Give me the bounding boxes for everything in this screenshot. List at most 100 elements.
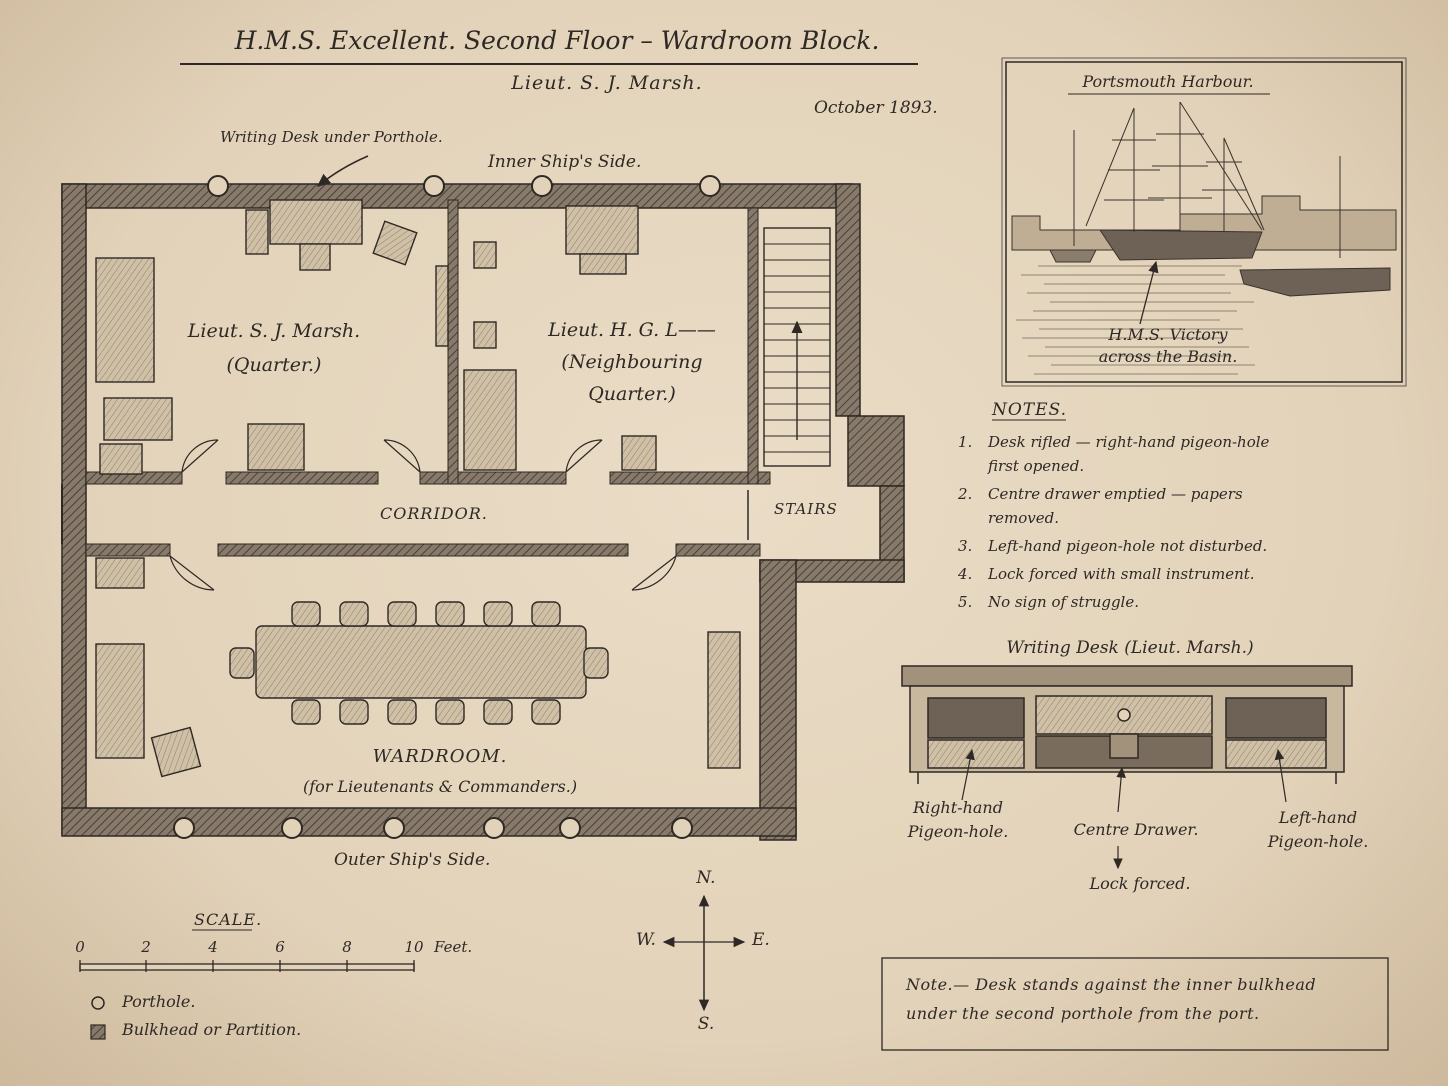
- scale-tick-10: 10: [404, 938, 424, 956]
- scale-heading: SCALE.: [194, 910, 263, 929]
- scale-tick-6: 6: [275, 938, 285, 956]
- sideboard-icon: [707, 631, 741, 769]
- desk-centre-label: Centre Drawer.: [1073, 820, 1199, 839]
- hgl-quarter-label: Lieut. H. G. L—— (Neighbouring Quarter.): [548, 314, 716, 410]
- desk-left-line2: Pigeon-hole.: [1267, 832, 1369, 851]
- marsh-quarter-furniture: [95, 199, 418, 475]
- wardroom-name: WARDROOM.: [372, 746, 508, 767]
- footnote-text: Note.— Desk stands against the inner bul…: [906, 970, 1316, 1028]
- wardroom-label: WARDROOM. (for Lieutenants & Commanders.…: [303, 742, 577, 802]
- porthole-icon: [281, 817, 303, 839]
- note-item: 3. Left-hand pigeon-hole not disturbed.: [958, 534, 1398, 558]
- note-item: 4. Lock forced with small instrument.: [958, 562, 1398, 586]
- note-number: 1.: [958, 433, 973, 451]
- note-item: 2. Centre drawer emptied — papers removed.: [958, 482, 1398, 530]
- notes-heading: NOTES.: [992, 400, 1068, 420]
- desk-right-line2: Pigeon-hole.: [907, 822, 1009, 841]
- desk-right-line1: Right-hand: [913, 798, 1003, 817]
- legend-porthole: Porthole.: [122, 992, 196, 1011]
- compass-s: S.: [697, 1014, 715, 1034]
- inset-caption: H.M.S. Victory across the Basin.: [1099, 324, 1238, 368]
- scale-tick-4: 4: [208, 938, 218, 956]
- desk-lock-label: Lock forced.: [1089, 874, 1191, 893]
- footnote-line2: under the second porthole from the port.: [906, 1004, 1260, 1023]
- harbour-sketch: [1011, 101, 1397, 375]
- desk-elevation: [901, 665, 1353, 870]
- scale-unit: Feet.: [434, 938, 473, 956]
- harbour-inset-frame: [1005, 61, 1403, 383]
- page-title: H.M.S. Excellent. Second Floor – Wardroo…: [234, 26, 880, 55]
- porthole-icon: [671, 817, 693, 839]
- hgl-quarter-note-2: Quarter.): [588, 383, 676, 405]
- bookcase-icon: [95, 643, 145, 759]
- page-subtitle: Lieut. S. J. Marsh.: [511, 72, 703, 94]
- stairs-label: STAIRS: [774, 500, 838, 518]
- desk-title: Writing Desk (Lieut. Marsh.): [1006, 638, 1254, 658]
- hgl-quarter-name: Lieut. H. G. L——: [548, 319, 716, 341]
- bed-icon: [463, 369, 517, 471]
- left-hand-pigeon-hole: [1225, 697, 1327, 739]
- note-item: 1. Desk rifled — right-hand pigeon-hole fi…: [958, 430, 1398, 478]
- marsh-quarter-note: (Quarter.): [226, 354, 322, 376]
- porthole-icon: [423, 175, 445, 197]
- desk-right-label: Right-hand Pigeon-hole.: [908, 796, 1009, 844]
- note-text: Desk rifled — right-hand pigeon-hole: [988, 433, 1270, 451]
- desk-left-line1: Left-hand: [1278, 808, 1358, 827]
- note-text: Left-hand pigeon-hole not disturbed.: [988, 537, 1268, 555]
- inset-caption-line1: H.M.S. Victory: [1108, 325, 1228, 344]
- legend-bulkhead: Bulkhead or Partition.: [122, 1020, 302, 1039]
- corridor-label: CORRIDOR.: [380, 504, 488, 523]
- porthole-icon: [207, 175, 229, 197]
- compass-e: E.: [752, 930, 770, 950]
- marsh-quarter-name: Lieut. S. J. Marsh.: [187, 320, 361, 342]
- porthole-icon: [483, 817, 505, 839]
- porthole-icon: [173, 817, 195, 839]
- footnote-line1: Note.— Desk stands against the inner bul…: [906, 975, 1317, 994]
- note-text-continued: first opened.: [988, 457, 1085, 475]
- note-number: 2.: [958, 485, 973, 503]
- wardroom-table: [255, 625, 587, 699]
- wardroom-note: (for Lieutenants & Commanders.): [302, 777, 578, 796]
- hgl-quarter-furniture: [435, 205, 657, 471]
- quarter-partition: [447, 199, 459, 485]
- compass-w: W.: [636, 930, 656, 950]
- note-text: Centre drawer emptied — papers: [988, 485, 1243, 503]
- stairs-icon: [763, 227, 831, 467]
- inset-caption-line2: across the Basin.: [1098, 347, 1238, 366]
- bulkhead-legend-icon: [90, 1024, 106, 1040]
- marsh-quarter-label: Lieut. S. J. Marsh. (Quarter.): [188, 314, 360, 382]
- outer-side-label: Outer Ship's Side.: [334, 850, 491, 870]
- porthole-icon: [559, 817, 581, 839]
- note-number: 3.: [958, 537, 973, 555]
- right-hand-pigeon-hole: [927, 697, 1025, 739]
- porthole-icon: [531, 175, 553, 197]
- footnote-box: [881, 957, 1389, 1051]
- right-wall-lower: [759, 559, 797, 841]
- porthole-icon: [383, 817, 405, 839]
- notes-list: 1. Desk rifled — right-hand pigeon-hole fi…: [958, 430, 1398, 618]
- note-item: 5.No sign of struggle.: [958, 590, 1398, 614]
- left-wall: [61, 183, 87, 835]
- note-number: 4.: [958, 565, 973, 583]
- note-number: 5.: [958, 593, 973, 611]
- writing-desk-pointer-label: Writing Desk under Porthole.: [220, 128, 443, 146]
- note-text-continued: removed.: [988, 509, 1060, 527]
- porthole-icon: [699, 175, 721, 197]
- inner-side-label: Inner Ship's Side.: [488, 152, 642, 172]
- writing-desk-plan: [269, 199, 363, 245]
- desk-left-label: Left-hand Pigeon-hole.: [1268, 806, 1369, 854]
- compass-n: N.: [696, 868, 716, 888]
- scale-tick-0: 0: [75, 938, 85, 956]
- note-text: Lock forced with small instrument.: [988, 565, 1255, 583]
- wardroom-furniture: [95, 557, 741, 778]
- scale-tick-8: 8: [342, 938, 352, 956]
- date-label: October 1893.: [814, 98, 938, 118]
- scale-bar: [79, 960, 415, 972]
- inset-title: Portsmouth Harbour.: [1082, 72, 1254, 91]
- bed-icon: [95, 257, 155, 383]
- porthole-legend-icon: [91, 996, 105, 1010]
- right-wall-upper: [835, 183, 861, 417]
- hgl-quarter-note: (Neighbouring: [561, 351, 703, 373]
